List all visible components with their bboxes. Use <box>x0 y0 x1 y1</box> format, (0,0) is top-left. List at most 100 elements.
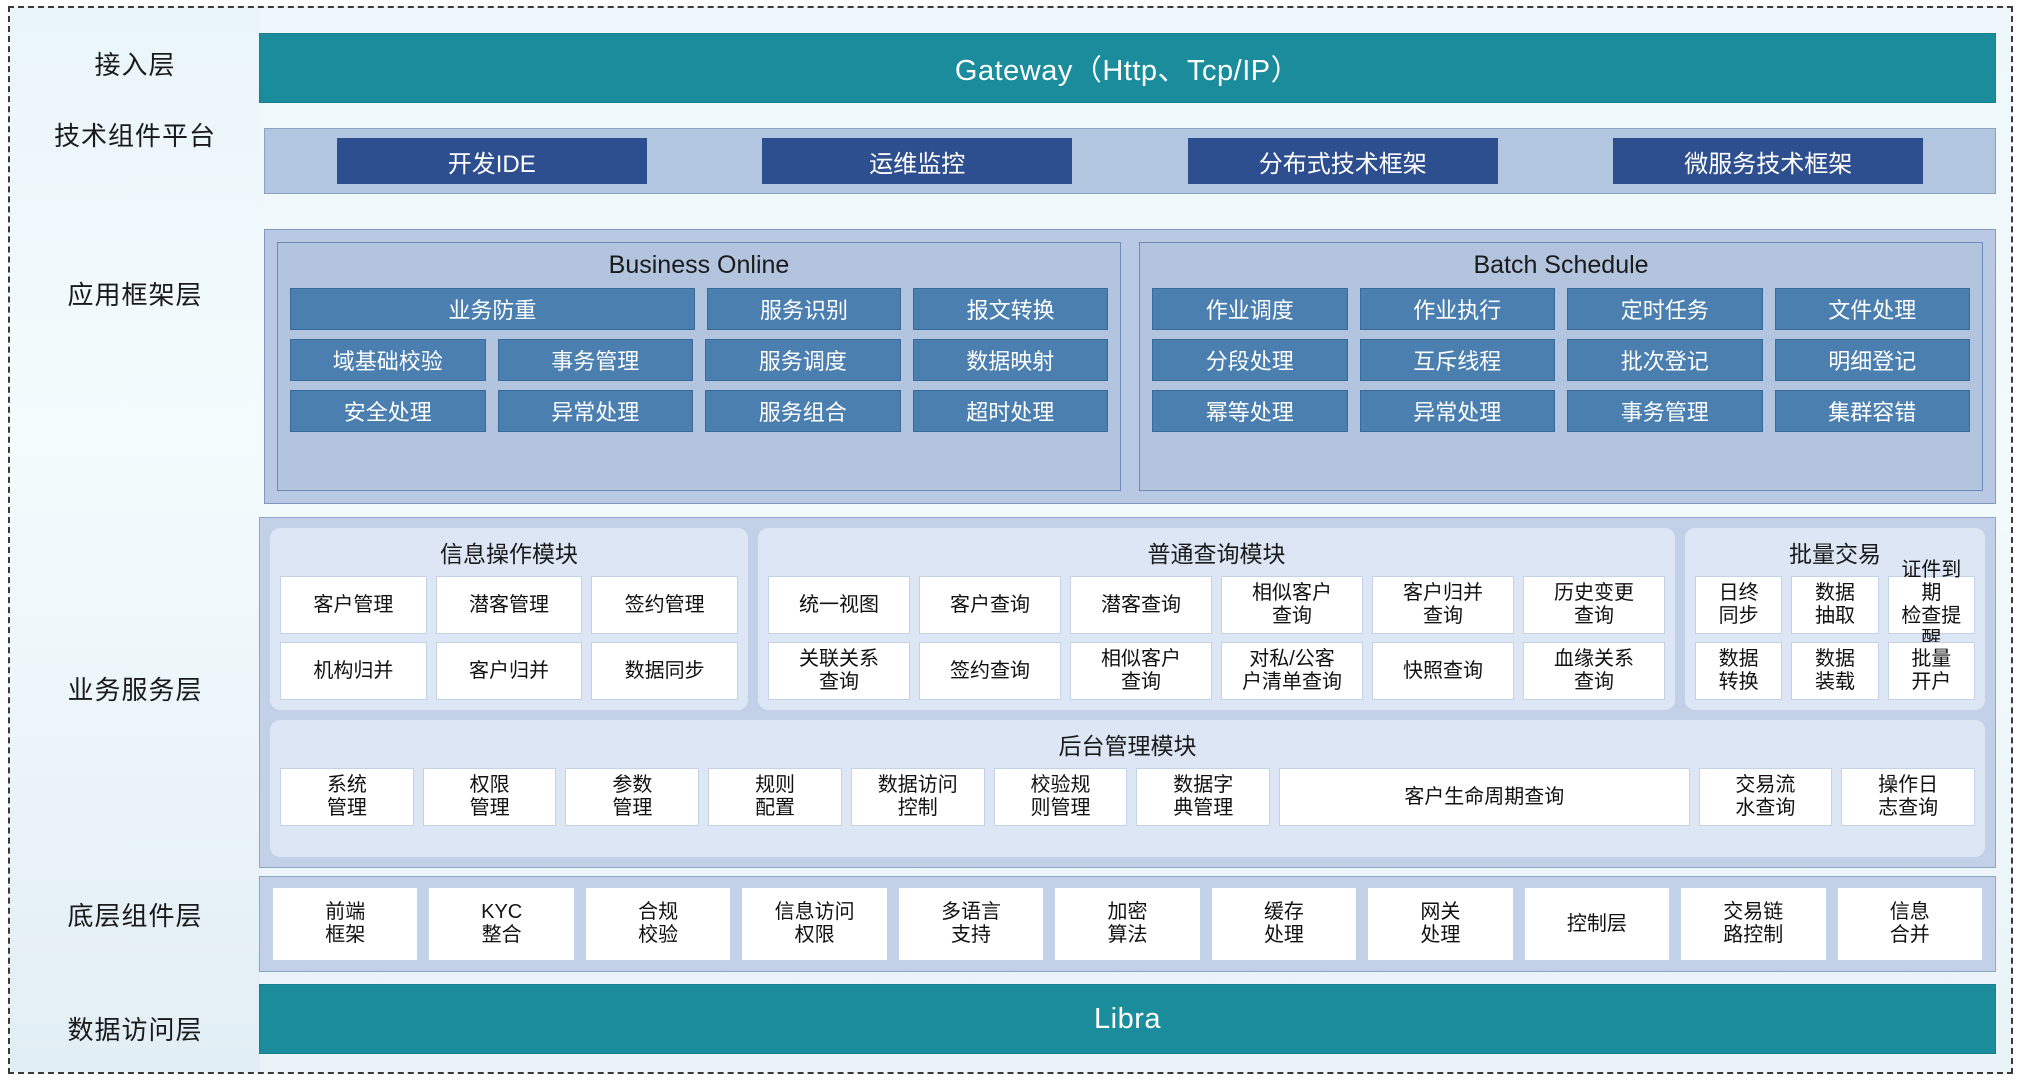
service-module-title: 后台管理模块 <box>1058 733 1197 759</box>
service-cell-customer-mgmt[interactable]: 客户管理 <box>280 576 427 634</box>
service-cell-history-change-query[interactable]: 历史变更查询 <box>1523 576 1665 634</box>
admin-cell-rule-config[interactable]: 规则配置 <box>708 768 842 826</box>
framework-cell-mutex-thread[interactable]: 互斥线程 <box>1359 339 1555 381</box>
layer-label-tech: 技术组件平台 <box>53 121 216 151</box>
framework-cell-service-recognition[interactable]: 服务识别 <box>706 288 902 330</box>
service-cell-retail-corp-list-query[interactable]: 对私/公客户清单查询 <box>1221 642 1363 700</box>
admin-cell-parameter-mgmt[interactable]: 参数管理 <box>565 768 700 826</box>
framework-cell-job-execution[interactable]: 作业执行 <box>1359 288 1555 330</box>
framework-cell-exception-handling-batch[interactable]: 异常处理 <box>1359 390 1555 432</box>
service-module-title: 批量交易 <box>1789 541 1881 567</box>
admin-cell-transaction-flow-query[interactable]: 交易流水查询 <box>1698 768 1833 826</box>
framework-cell-data-mapping[interactable]: 数据映射 <box>912 339 1108 381</box>
service-cell-batch-account-open[interactable]: 批量开户 <box>1887 642 1975 700</box>
base-cell-frontend-framework[interactable]: 前端框架 <box>272 887 419 961</box>
service-cell-customer-query[interactable]: 客户查询 <box>919 576 1061 634</box>
service-module-title: 普通查询模块 <box>1147 541 1286 567</box>
service-cell-similar-customer-query[interactable]: 相似客户查询 <box>1221 576 1363 634</box>
service-module-row: 日终同步 数据抽取 证件到期检查提醒 <box>1695 559 1975 650</box>
framework-cell-service-composition[interactable]: 服务组合 <box>705 390 901 432</box>
framework-group-batch-schedule: Batch Schedule 作业调度 作业执行 定时任务 文件处理 分段处理 … <box>1139 242 1983 491</box>
service-cell-prospect-mgmt[interactable]: 潜客管理 <box>435 576 583 634</box>
service-cell-kinship-query[interactable]: 血缘关系查询 <box>1523 642 1665 700</box>
base-cell-gateway-handling[interactable]: 网关处理 <box>1367 887 1514 961</box>
framework-cell-segment-processing[interactable]: 分段处理 <box>1152 339 1348 381</box>
framework-cell-security-handling[interactable]: 安全处理 <box>290 390 486 432</box>
framework-cell-idempotent-handling[interactable]: 幂等处理 <box>1152 390 1348 432</box>
framework-group-business-online: Business Online 业务防重 服务识别 报文转换 域基础校验 事务管… <box>277 242 1121 491</box>
admin-cell-data-access-control[interactable]: 数据访问控制 <box>850 768 985 826</box>
tech-component-band: 开发IDE 运维监控 分布式技术框架 微服务技术框架 <box>264 128 1996 194</box>
service-module-info-operation: 信息操作模块 客户管理 潜客管理 签约管理 机构归并 客户归并 数据同步 <box>270 528 748 710</box>
base-cell-transaction-chain-control[interactable]: 交易链路控制 <box>1680 887 1827 961</box>
service-cell-cert-expiry-reminder[interactable]: 证件到期检查提醒 <box>1887 559 1975 650</box>
layer-label-dataaccess: 数据访问层 <box>67 1015 203 1045</box>
base-cell-compliance-check[interactable]: 合规校验 <box>584 887 732 961</box>
business-service-band: 信息操作模块 客户管理 潜客管理 签约管理 机构归并 客户归并 数据同步 <box>259 517 1996 868</box>
base-cell-info-merge[interactable]: 信息合并 <box>1836 887 1983 961</box>
framework-cell-timeout-handling[interactable]: 超时处理 <box>912 390 1108 432</box>
app-framework-band: Business Online 业务防重 服务识别 报文转换 域基础校验 事务管… <box>264 229 1996 504</box>
service-cell-similar-customer-query-2[interactable]: 相似客户查询 <box>1070 642 1212 700</box>
service-cell-contract-query[interactable]: 签约查询 <box>919 642 1061 700</box>
service-cell-eod-sync[interactable]: 日终同步 <box>1695 576 1783 634</box>
service-module-row: 客户管理 潜客管理 签约管理 <box>280 576 739 634</box>
admin-cell-system-mgmt[interactable]: 系统管理 <box>280 768 414 826</box>
base-cell-encryption-algorithm[interactable]: 加密算法 <box>1054 887 1201 961</box>
layer-label-appframe: 应用框架层 <box>67 280 203 310</box>
service-cell-relationship-query[interactable]: 关联关系查询 <box>768 642 910 700</box>
base-cell-cache-handling[interactable]: 缓存处理 <box>1210 887 1358 961</box>
tech-chip-microservice-fw[interactable]: 微服务技术框架 <box>1613 138 1924 184</box>
admin-cell-operation-log-query[interactable]: 操作日志查询 <box>1841 768 1975 826</box>
framework-cell-job-scheduling[interactable]: 作业调度 <box>1152 288 1348 330</box>
service-cell-data-sync[interactable]: 数据同步 <box>591 642 739 700</box>
service-cell-data-transform[interactable]: 数据转换 <box>1695 642 1783 700</box>
framework-cell-domain-validation[interactable]: 域基础校验 <box>290 339 486 381</box>
framework-cell-file-processing[interactable]: 文件处理 <box>1774 288 1970 330</box>
service-cell-snapshot-query[interactable]: 快照查询 <box>1372 642 1514 700</box>
service-cell-customer-merge[interactable]: 客户归并 <box>435 642 583 700</box>
service-module-admin: 后台管理模块 系统管理 权限管理 参数管理 规则配置 数据访问控制 校验规则管理… <box>270 720 1985 857</box>
framework-cell-transaction-mgmt-batch[interactable]: 事务管理 <box>1567 390 1763 432</box>
framework-cell-business-dedup[interactable]: 业务防重 <box>290 288 695 330</box>
service-module-row: 数据转换 数据装载 批量开户 <box>1695 642 1975 700</box>
framework-cell-batch-registration[interactable]: 批次登记 <box>1567 339 1763 381</box>
base-cell-control-layer[interactable]: 控制层 <box>1523 887 1671 961</box>
framework-cell-transaction-mgmt[interactable]: 事务管理 <box>497 339 693 381</box>
admin-cell-validation-rule-mgmt[interactable]: 校验规则管理 <box>993 768 1128 826</box>
layer-label-bizservice: 业务服务层 <box>67 675 203 705</box>
service-cell-data-load[interactable]: 数据装载 <box>1791 642 1879 700</box>
base-cell-multilanguage-support[interactable]: 多语言支持 <box>897 887 1045 961</box>
framework-cell-exception-handling[interactable]: 异常处理 <box>497 390 693 432</box>
service-cell-contract-mgmt[interactable]: 签约管理 <box>591 576 739 634</box>
admin-cell-customer-lifecycle-query[interactable]: 客户生命周期查询 <box>1279 768 1690 826</box>
service-cell-prospect-query[interactable]: 潜客查询 <box>1070 576 1212 634</box>
layer-label-access: 接入层 <box>94 50 176 80</box>
tech-chip-distributed-fw[interactable]: 分布式技术框架 <box>1187 138 1498 184</box>
framework-row: 幂等处理 异常处理 事务管理 集群容错 <box>1152 390 1970 432</box>
service-cell-unified-view[interactable]: 统一视图 <box>768 576 910 634</box>
framework-cell-timed-task[interactable]: 定时任务 <box>1567 288 1763 330</box>
gateway-label: Gateway（Http、Tcp/IP） <box>954 55 1301 87</box>
framework-cell-service-dispatch[interactable]: 服务调度 <box>705 339 901 381</box>
tech-chip-dev-ide[interactable]: 开发IDE <box>336 138 647 184</box>
service-module-row: 关联关系查询 签约查询 相似客户查询 对私/公客户清单查询 快照查询 血缘关系查… <box>768 642 1665 700</box>
framework-cell-cluster-fault-tolerance[interactable]: 集群容错 <box>1774 390 1970 432</box>
framework-row: 业务防重 服务识别 报文转换 <box>290 288 1109 330</box>
gateway-bar: Gateway（Http、Tcp/IP） <box>259 33 1996 103</box>
tech-chip-ops-monitor[interactable]: 运维监控 <box>762 138 1073 184</box>
framework-cell-detail-registration[interactable]: 明细登记 <box>1774 339 1970 381</box>
admin-cell-permission-mgmt[interactable]: 权限管理 <box>422 768 557 826</box>
service-cell-customer-merge-query[interactable]: 客户归并查询 <box>1372 576 1514 634</box>
framework-row: 域基础校验 事务管理 服务调度 数据映射 <box>290 339 1108 381</box>
admin-cell-data-dictionary-mgmt[interactable]: 数据字典管理 <box>1136 768 1271 826</box>
service-cell-org-merge[interactable]: 机构归并 <box>280 642 427 700</box>
framework-cell-message-transform[interactable]: 报文转换 <box>913 288 1109 330</box>
service-cell-data-extract[interactable]: 数据抽取 <box>1791 576 1879 634</box>
data-access-bar: Libra <box>259 984 1996 1054</box>
framework-group-title: Batch Schedule <box>1473 251 1649 279</box>
base-cell-info-access-permission[interactable]: 信息访问权限 <box>741 887 888 961</box>
